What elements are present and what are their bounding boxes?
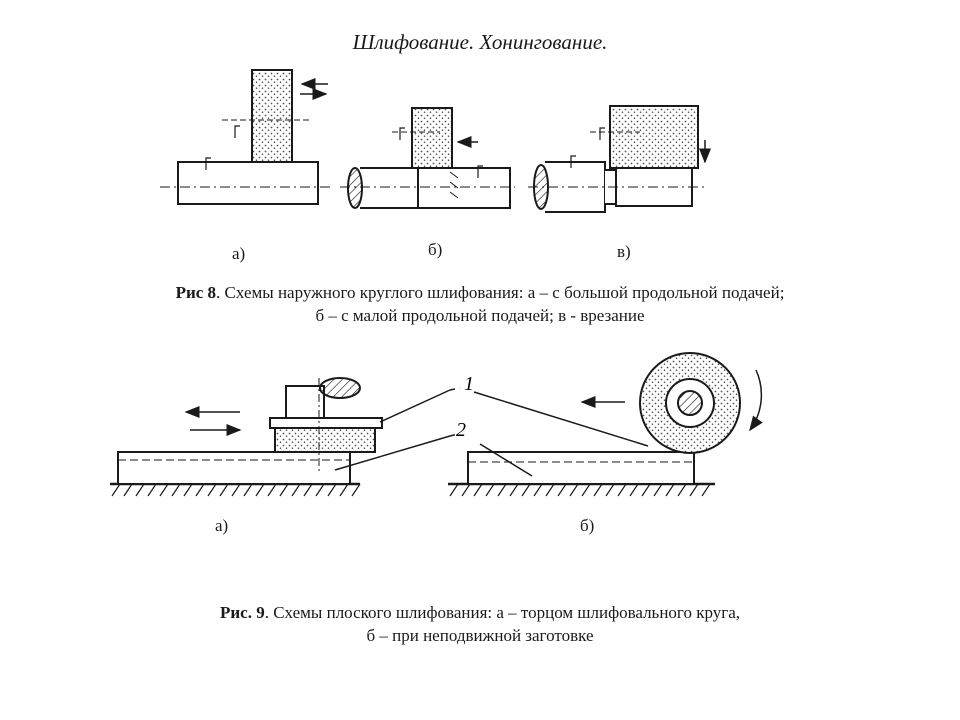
wheel-face: [274, 427, 376, 453]
fig9-caption-bold: Рис. 9: [219, 603, 265, 622]
callout-leaders: [449, 387, 461, 437]
fig9-scheme-b: [448, 352, 763, 497]
workpiece: [269, 417, 383, 429]
fig8-scheme-v: [528, 105, 711, 213]
callout-1: 1: [464, 373, 474, 395]
fig8-scheme-a: [160, 69, 330, 205]
fig8-label-a: а): [232, 244, 246, 263]
fig9-caption-line2: б – при неподвижной заготовке: [366, 626, 594, 645]
fig8-caption-line1: . Схемы наружного круглого шлифования: а…: [216, 283, 785, 302]
fig8-scheme-b: [340, 107, 515, 209]
grinding-wheel-narrow: [411, 107, 453, 169]
fig8-caption-bold: Рис 8: [175, 283, 217, 302]
fig8-label-v: в): [617, 242, 631, 261]
workpiece-shaft: [177, 161, 319, 205]
fig8-caption-line2: б – с малой продольной подачей; в - врез…: [315, 306, 645, 325]
fig9-scheme-a: [110, 377, 451, 497]
table: [117, 451, 351, 485]
fig9-caption-line1: . Схемы плоского шлифования: а – торцом …: [264, 603, 741, 622]
fig9-caption: Рис. 9. Схемы плоского шлифования: а – т…: [0, 601, 960, 647]
fig8-label-b: б): [428, 240, 443, 259]
table: [467, 451, 695, 485]
fig9-label-a: а): [215, 516, 229, 535]
spindle: [285, 385, 325, 419]
fig8-caption: Рис 8. Схемы наружного круглого шлифован…: [0, 281, 960, 327]
spindle-section: [677, 390, 703, 416]
shaft-section: [347, 167, 363, 209]
fig9-label-b: б): [580, 516, 595, 535]
callout-2: 2: [456, 419, 466, 441]
page-title: Шлифование. Хонингование.: [352, 30, 608, 54]
grinding-wheel-wide: [609, 105, 699, 169]
grinding-wheel: [251, 69, 293, 163]
